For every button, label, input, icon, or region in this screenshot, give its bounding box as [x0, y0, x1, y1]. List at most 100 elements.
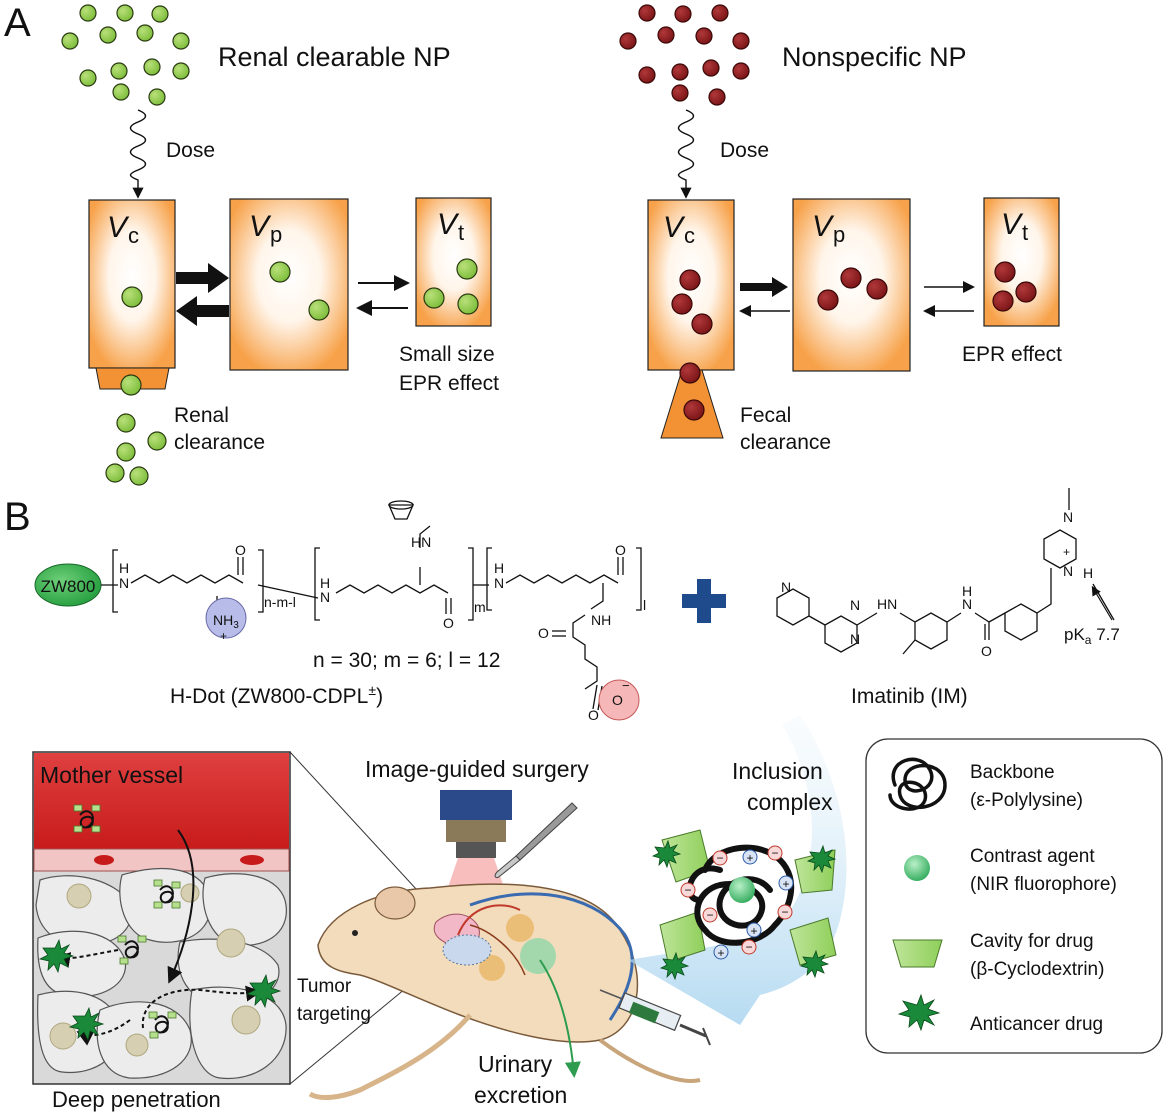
- anticancer-drug-icon: [897, 993, 941, 1032]
- svg-text:−: −: [684, 883, 691, 897]
- tumor-targeting-label-2: targeting: [297, 1004, 371, 1025]
- pka-label: pKa 7.7: [1064, 625, 1120, 647]
- inclusion-complex-graphic: − + − + − + + − − −: [651, 829, 837, 981]
- svg-text:H: H: [962, 583, 972, 599]
- svg-text:+: +: [782, 877, 789, 891]
- svg-text:NH: NH: [591, 612, 611, 628]
- fecal-clearance-label-1: Fecal: [740, 404, 791, 427]
- svg-text:−: −: [745, 940, 752, 954]
- urinary-excretion-label-2: excretion: [474, 1082, 567, 1108]
- carboxylate-charge-bubble: [598, 679, 640, 721]
- renal-clearance-particles: [105, 413, 167, 486]
- legend-backbone-2: (ε-Polylysine): [970, 790, 1083, 811]
- svg-text:−: −: [771, 846, 778, 860]
- svg-text:l: l: [643, 597, 646, 613]
- svg-text:N: N: [850, 631, 860, 647]
- svg-text:H: H: [320, 575, 330, 591]
- panel-b-letter: B: [4, 495, 31, 539]
- svg-text:H: H: [119, 560, 129, 576]
- nh3-label: NH3: [213, 612, 239, 631]
- np-particle: [456, 258, 478, 280]
- svg-text:O: O: [981, 643, 992, 659]
- svg-text:+: +: [746, 851, 753, 865]
- image-guided-surgery-label: Image-guided surgery: [365, 756, 589, 782]
- vt-note-epr-left: EPR effect: [399, 372, 499, 395]
- legend-cavity-1: Cavity for drug: [970, 931, 1094, 952]
- svg-text:O: O: [443, 615, 454, 631]
- plus-sign: [682, 579, 726, 623]
- imatinib-atoms: N N N HN H N O N N + H: [781, 509, 1093, 659]
- vt-note-small-size: Small size: [399, 343, 495, 366]
- thick-arrow-left: [176, 296, 229, 326]
- np-particle: [120, 374, 142, 396]
- hdot-structure: [101, 500, 642, 711]
- svg-text:HN: HN: [877, 596, 897, 612]
- svg-text:H: H: [494, 560, 504, 576]
- inclusion-complex-label-1: Inclusion: [732, 758, 823, 784]
- svg-text:−: −: [716, 851, 723, 865]
- legend-drug: Anticancer drug: [970, 1014, 1103, 1035]
- thick-arrow-right: [176, 263, 229, 293]
- hdot-formula: n = 30; m = 6; l = 12: [313, 649, 500, 672]
- legend-box: [865, 738, 1163, 1054]
- svg-text:N: N: [1063, 509, 1073, 525]
- blue-flow-arrow: [628, 715, 847, 1025]
- contrast-agent-icon: [904, 855, 930, 881]
- nonspecific-np-title: Nonspecific NP: [782, 42, 967, 72]
- np-particle: [683, 399, 705, 421]
- nonspecific-np-cloud: [619, 4, 750, 106]
- renal-clearance-label-1: Renal: [174, 404, 229, 427]
- svg-text:N: N: [1063, 563, 1073, 579]
- svg-text:+: +: [1063, 545, 1070, 559]
- np-particle: [423, 287, 445, 309]
- vp-label-left: Vp: [249, 210, 282, 247]
- np-particle: [308, 299, 330, 321]
- zw800-label: ZW800: [41, 577, 96, 596]
- vt-label-left: Vt: [437, 208, 464, 245]
- hdot-caption: H-Dot (ZW800-CDPL±): [170, 682, 383, 708]
- dose-squiggle-left: [129, 109, 147, 199]
- renal-clearance-label-2: clearance: [174, 431, 265, 454]
- imatinib-structure: [776, 488, 1115, 655]
- svg-text:n-m-l: n-m-l: [264, 594, 296, 610]
- vt-note-epr-right: EPR effect: [962, 343, 1062, 366]
- vp-right-particles: [817, 267, 888, 311]
- vc-right-particles: [671, 269, 713, 335]
- vp-box-left: [229, 198, 349, 371]
- svg-text:O: O: [235, 542, 246, 558]
- dose-squiggle-right: [677, 109, 695, 199]
- nh3-charge-bubble: [205, 597, 247, 639]
- tissue-inset: [32, 751, 291, 1085]
- svg-text:+: +: [750, 924, 757, 938]
- svg-text:−: −: [622, 678, 630, 693]
- zoom-line-top: [289, 751, 441, 916]
- vc-box-left: [88, 199, 176, 369]
- vc-label-left: Vc: [107, 211, 139, 248]
- fecal-clearance-label-2: clearance: [740, 431, 831, 454]
- backbone-icon: [888, 757, 947, 811]
- inclusion-complex-label-2: complex: [747, 789, 833, 815]
- legend-contrast-1: Contrast agent: [970, 846, 1095, 867]
- legend-cavity-2: (β-Cyclodextrin): [970, 959, 1104, 980]
- dose-label-left: Dose: [166, 139, 215, 162]
- mouse-illustration: [308, 883, 701, 1100]
- svg-text:O: O: [538, 625, 549, 641]
- svg-text:N: N: [962, 596, 972, 612]
- np-particle: [269, 261, 291, 283]
- panel-a-letter: A: [4, 1, 31, 45]
- thick-arrow-right-2: [740, 277, 788, 297]
- urinary-excretion-label-1: Urinary: [478, 1051, 553, 1077]
- vt-right-particles: [992, 261, 1037, 312]
- svg-text:−: −: [706, 908, 713, 922]
- np-particle: [121, 286, 143, 308]
- syringe-icon: [599, 989, 711, 1046]
- np-particle: [679, 362, 701, 384]
- svg-text:O: O: [615, 542, 626, 558]
- legend-backbone-1: Backbone: [970, 762, 1055, 783]
- svg-text:+: +: [220, 629, 227, 643]
- svg-text:−: −: [781, 905, 788, 919]
- vp-label-right: Vp: [812, 210, 845, 247]
- np-particle: [457, 293, 479, 315]
- svg-text:N: N: [850, 597, 860, 613]
